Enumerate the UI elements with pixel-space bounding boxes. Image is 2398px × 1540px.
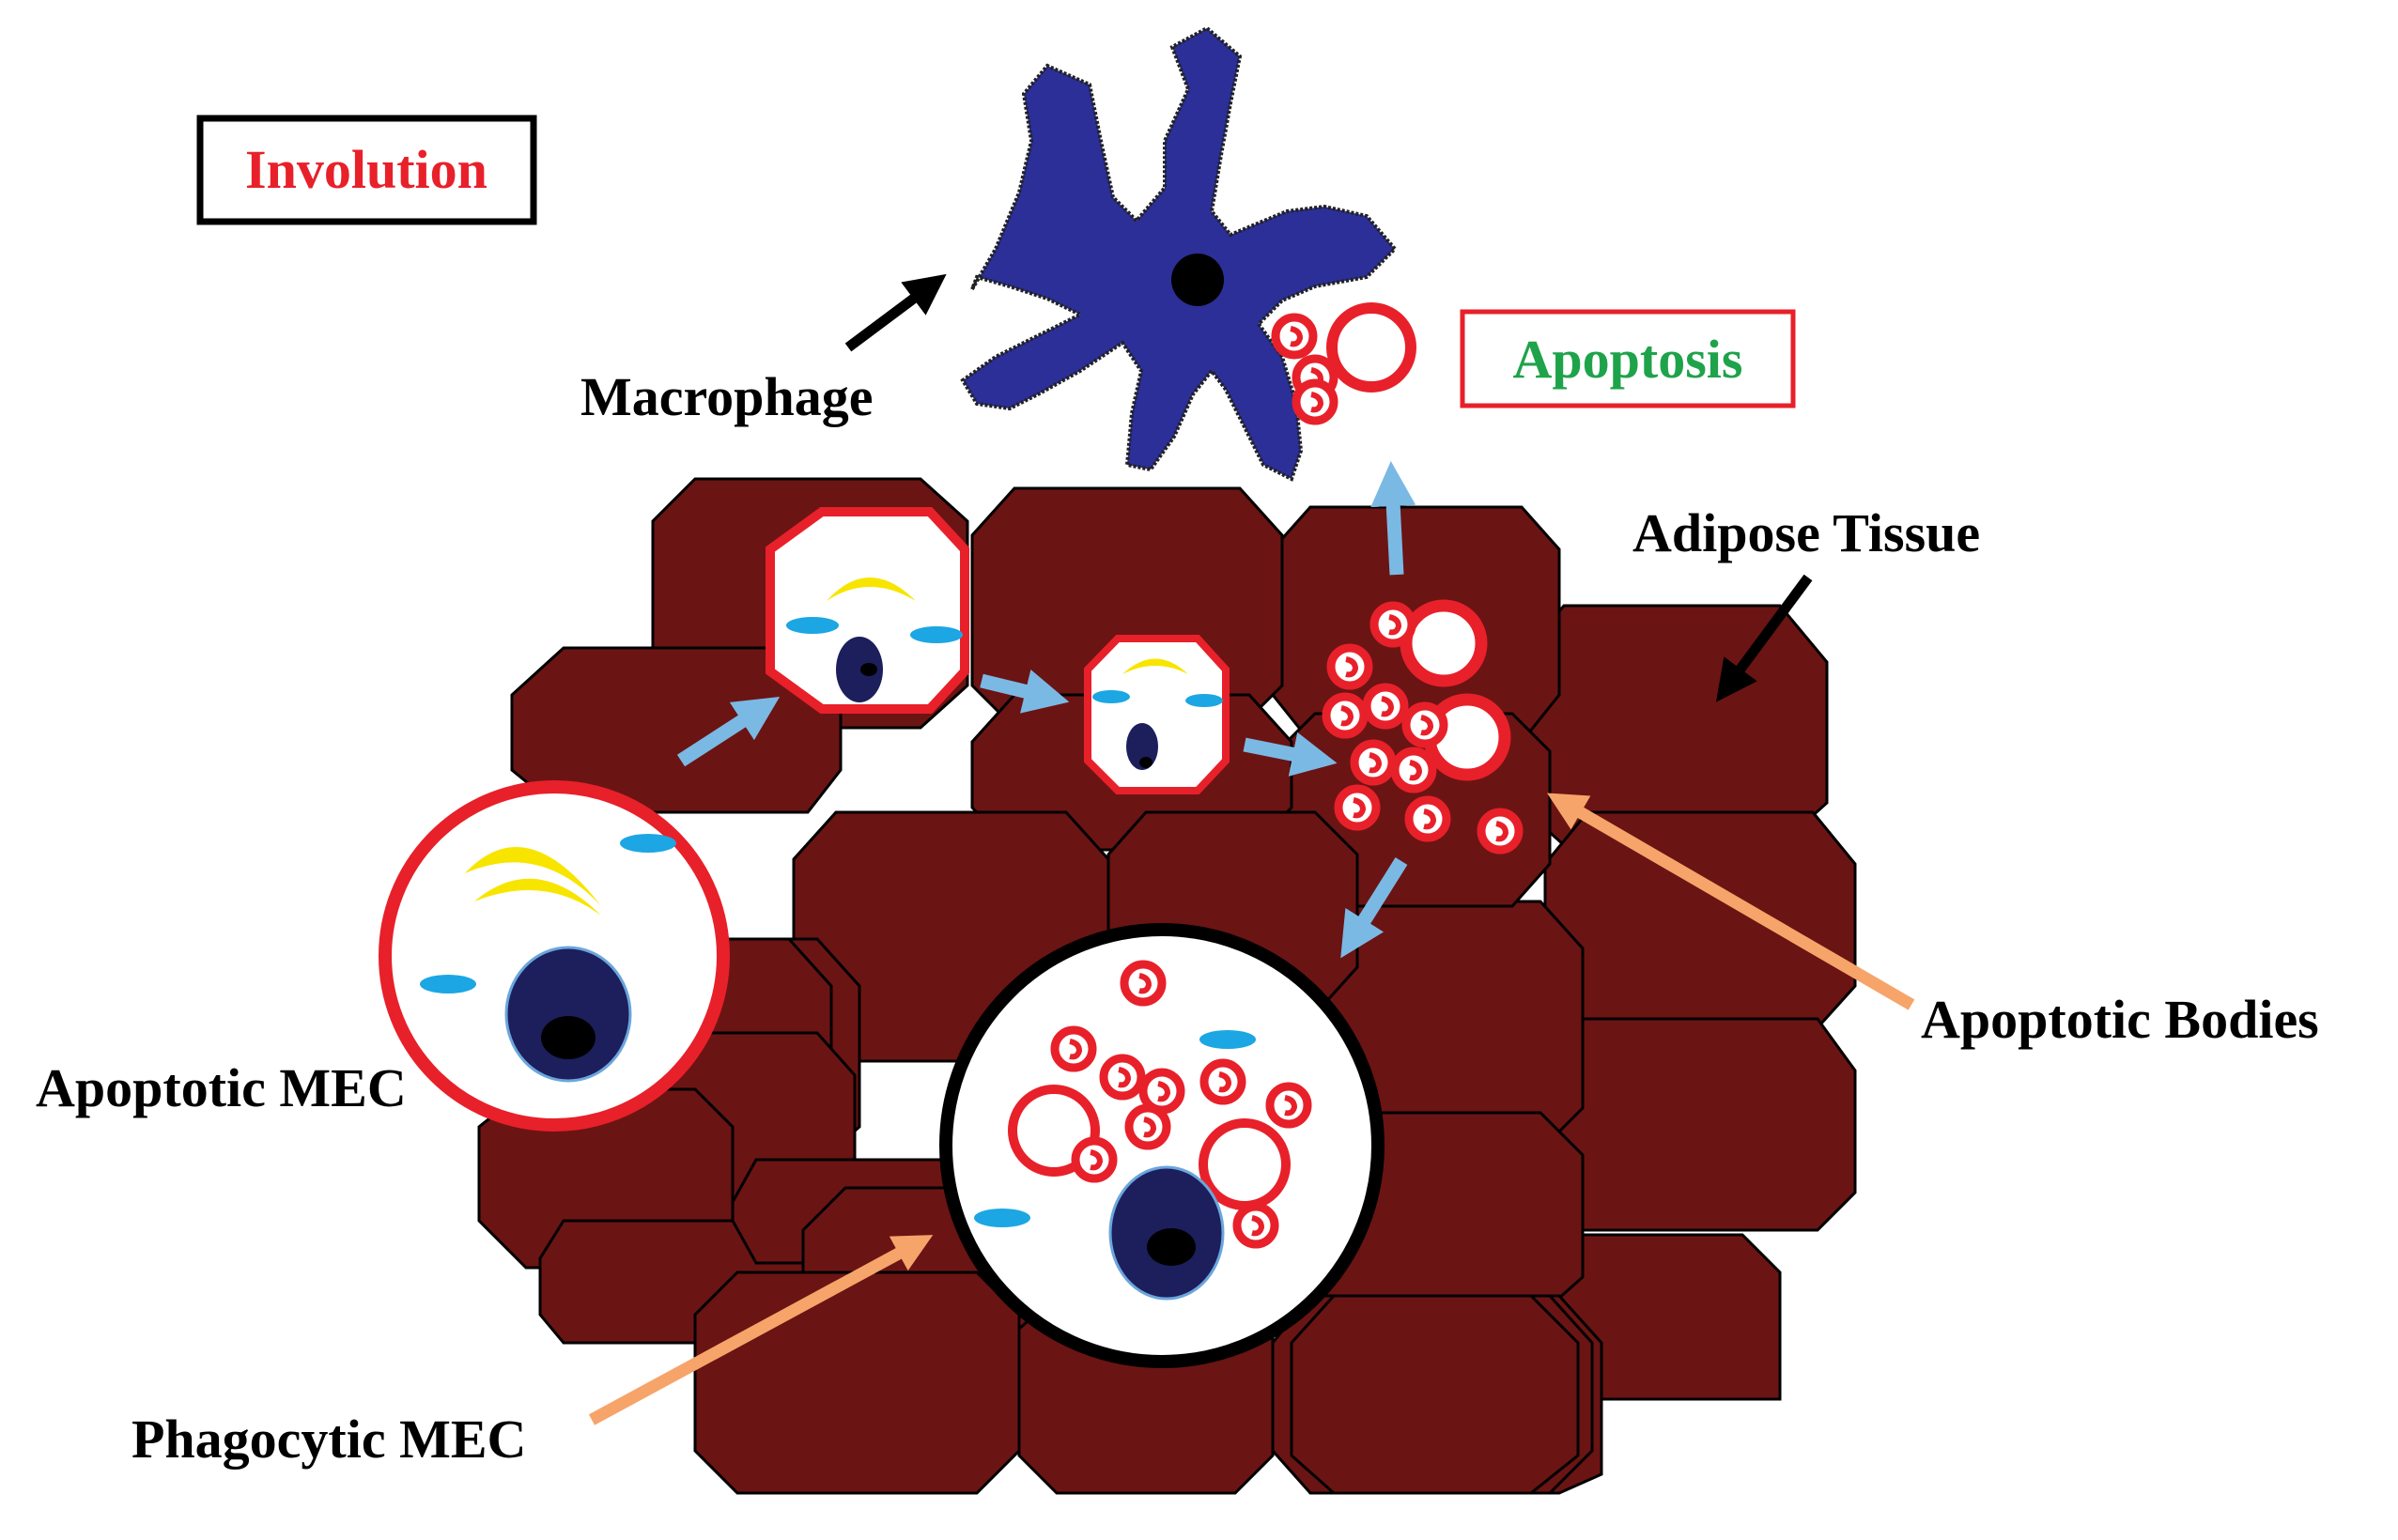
nucleus xyxy=(504,946,632,1083)
involution-label: Involution xyxy=(245,139,487,200)
golgi-crescent xyxy=(827,578,916,601)
macrophage-label: Macrophage xyxy=(580,366,873,427)
vacuole xyxy=(1185,694,1223,707)
apoptosis-box xyxy=(1460,309,1796,408)
shrinking-mec-cell xyxy=(766,507,969,714)
vacuole xyxy=(420,975,476,993)
apoptotic-bodies-pointer xyxy=(1547,793,1915,1010)
adipocyte xyxy=(1543,810,1857,1035)
adipose-pointer xyxy=(1715,574,1813,702)
nucleolus xyxy=(860,663,877,676)
adipocyte xyxy=(1290,1294,1580,1495)
flow-arrow xyxy=(1370,461,1416,576)
golgi-crescent xyxy=(465,847,601,906)
vacuole xyxy=(620,834,676,853)
large-apoptotic-body xyxy=(1400,599,1488,687)
adipose-tissue-label: Adipose Tissue xyxy=(1632,502,1980,563)
small-mec-cell xyxy=(1084,635,1230,794)
phagocytic-mec-cell xyxy=(939,923,1385,1368)
apoptosis-label: Apoptosis xyxy=(1513,329,1743,390)
released-apoptotic-bodies xyxy=(1276,302,1416,421)
nucleolus xyxy=(541,1016,596,1059)
adipocyte xyxy=(693,1270,1021,1495)
nucleolus xyxy=(1147,1228,1196,1266)
flow-arrow xyxy=(980,670,1070,714)
apoptotic-bodies-cluster xyxy=(1326,599,1519,850)
apoptotic-bodies-label: Apoptotic Bodies xyxy=(1921,989,2319,1050)
vacuole xyxy=(786,617,839,634)
flow-arrow xyxy=(1340,857,1408,959)
golgi-crescent xyxy=(474,878,601,916)
vacuole xyxy=(1199,1030,1256,1049)
engulfed-body xyxy=(1199,1118,1291,1210)
pointer-arrows-orange xyxy=(588,793,1915,1425)
macrophage-pointer xyxy=(844,273,947,352)
nucleolus xyxy=(1139,757,1153,768)
flow-arrows xyxy=(676,461,1416,959)
phagocytic-mec-pointer xyxy=(588,1235,934,1425)
pointer-arrows-black xyxy=(844,273,1813,702)
apoptotic-mec-cell xyxy=(379,780,730,1132)
vacuole xyxy=(910,626,963,643)
nucleus xyxy=(836,637,883,702)
apoptotic-mec-label: Apoptotic MEC xyxy=(36,1057,407,1118)
involution-box xyxy=(196,115,537,225)
macrophage-nucleus xyxy=(1171,254,1224,306)
flow-arrow xyxy=(1243,732,1338,777)
flow-arrow xyxy=(676,696,781,767)
vacuole xyxy=(1092,690,1130,703)
golgi-crescent xyxy=(1122,658,1188,674)
vacuole xyxy=(974,1209,1030,1227)
phagocytic-mec-label: Phagocytic MEC xyxy=(132,1409,526,1470)
macrophage-cell xyxy=(960,25,1398,482)
